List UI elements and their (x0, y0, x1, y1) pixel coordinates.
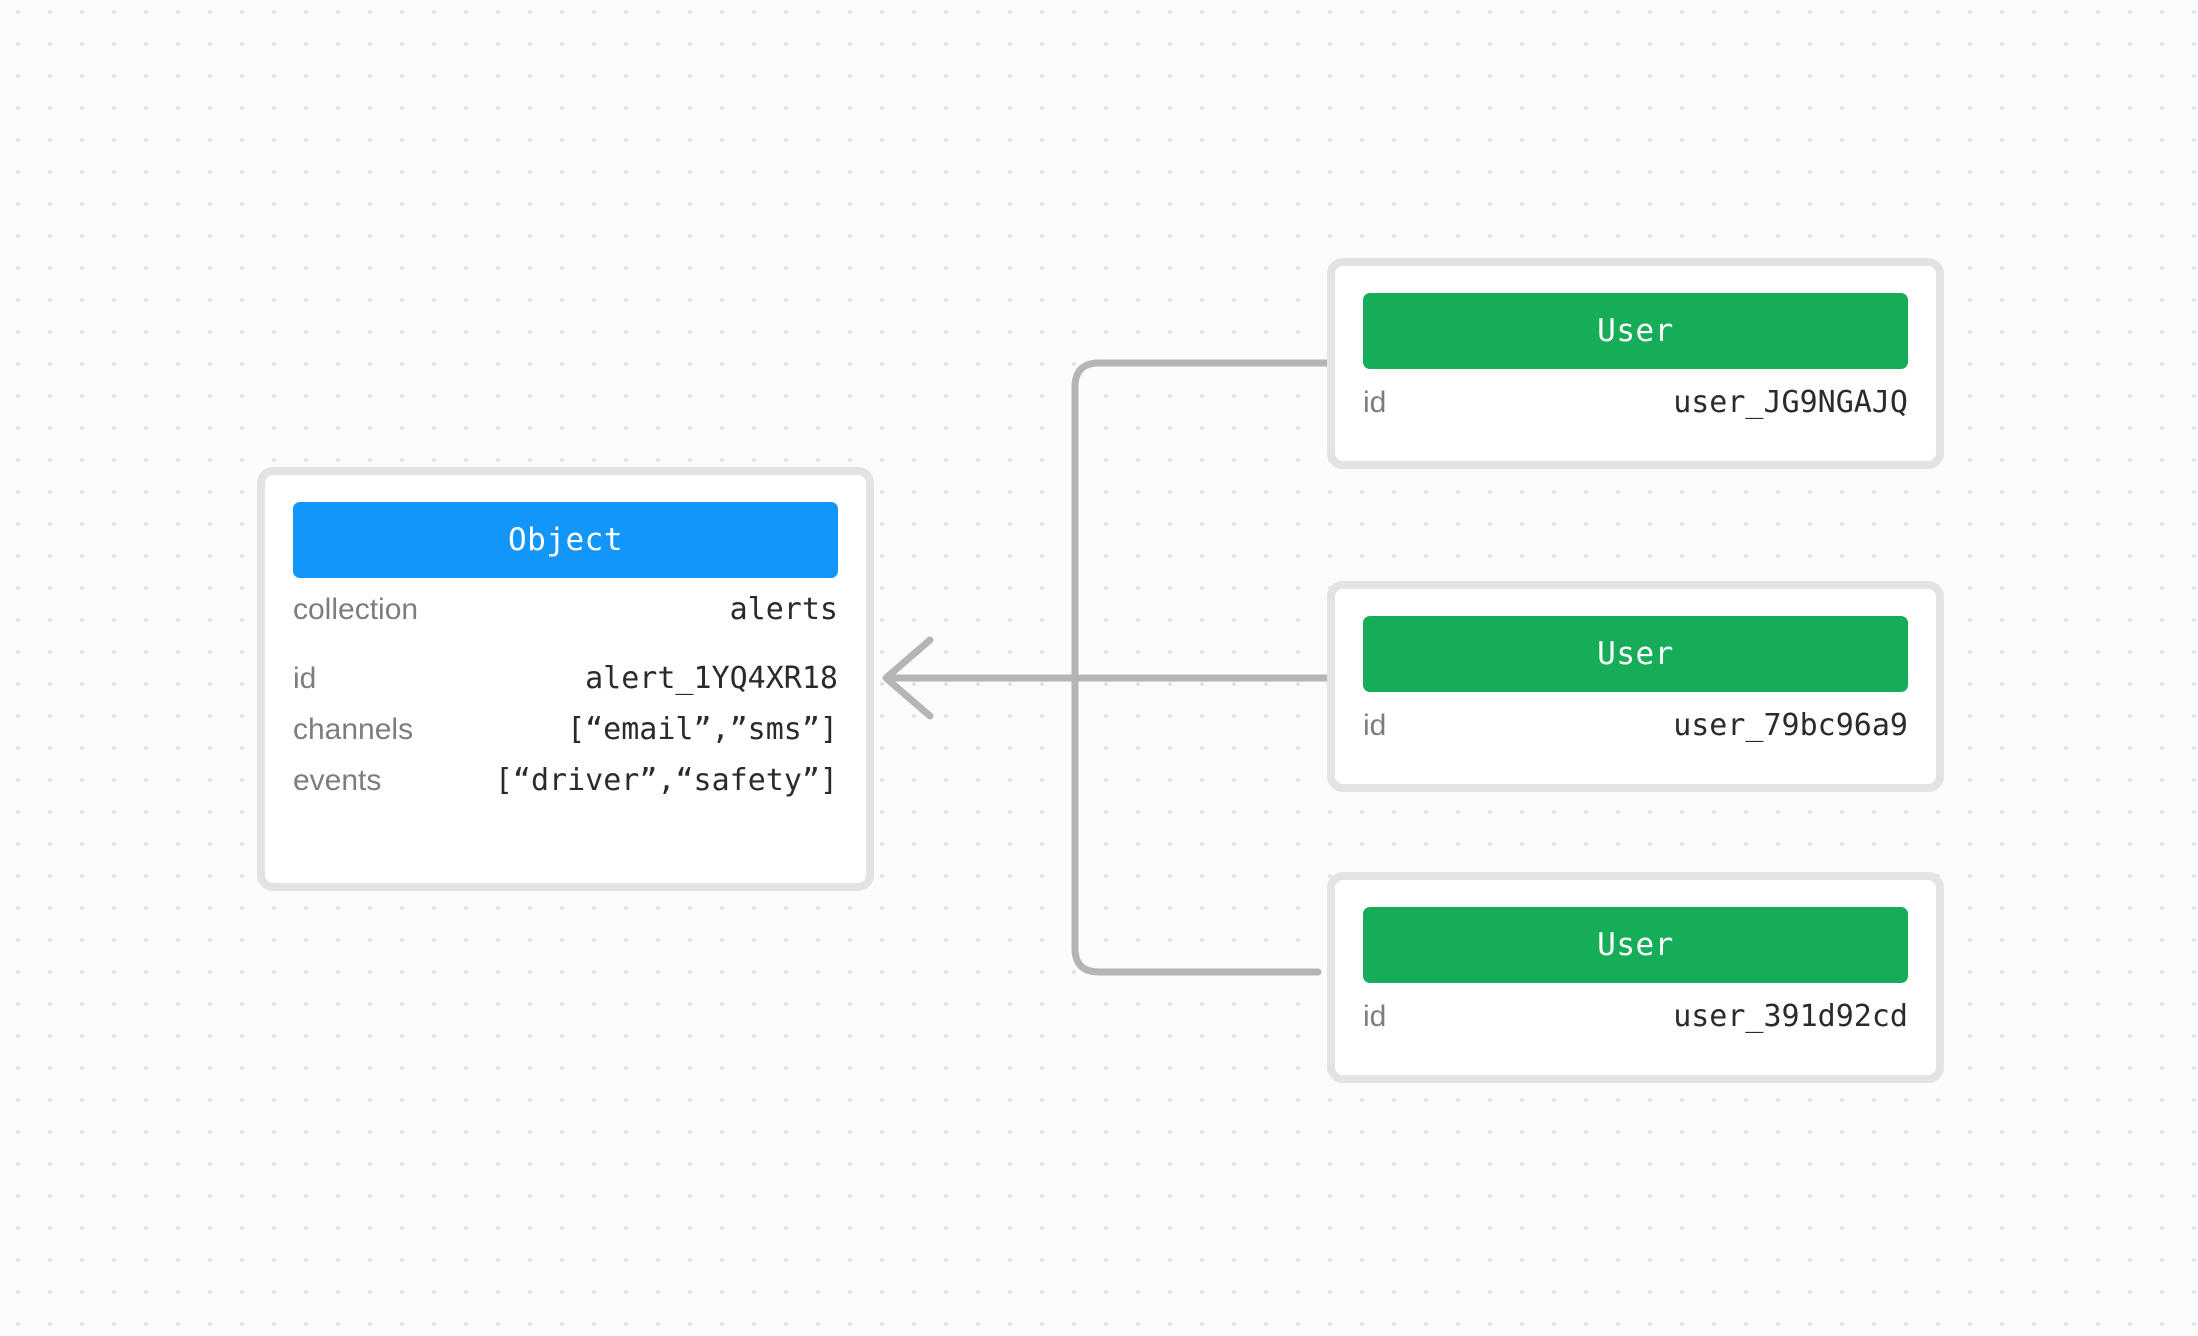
user-card[interactable]: User id user_79bc96a9 (1327, 581, 1944, 792)
row-value: user_JG9NGAJQ (1673, 385, 1908, 420)
object-card-rows: collection alerts id alert_1YQ4XR18 chan… (293, 578, 838, 814)
row-value: alert_1YQ4XR18 (585, 661, 838, 696)
row-label: id (1363, 709, 1387, 742)
user-row-id: id user_79bc96a9 (1363, 708, 1908, 759)
row-value: [“driver”,“safety”] (494, 763, 838, 798)
row-label: channels (293, 713, 414, 746)
connector-arrowhead-icon (882, 636, 934, 720)
object-row-id: id alert_1YQ4XR18 (293, 661, 838, 712)
row-value: user_391d92cd (1673, 999, 1908, 1034)
object-card[interactable]: Object collection alerts id alert_1YQ4XR… (257, 467, 874, 891)
row-label: id (1363, 386, 1387, 419)
object-row-events: events [“driver”,“safety”] (293, 763, 838, 814)
row-label: collection (293, 593, 419, 626)
user-card-rows: id user_391d92cd (1363, 983, 1908, 1050)
connector-to-user-2 (1071, 674, 1322, 976)
user-row-id: id user_JG9NGAJQ (1363, 385, 1908, 436)
user-card-header: User (1363, 907, 1908, 983)
row-label: events (293, 764, 382, 797)
user-row-id: id user_391d92cd (1363, 999, 1908, 1050)
row-value: user_79bc96a9 (1673, 708, 1908, 743)
object-card-header: Object (293, 502, 838, 578)
user-card-header: User (1363, 616, 1908, 692)
row-value: [“email”,”sms”] (567, 712, 838, 747)
row-label: id (1363, 1000, 1387, 1033)
user-card-rows: id user_JG9NGAJQ (1363, 369, 1908, 436)
user-card-rows: id user_79bc96a9 (1363, 692, 1908, 759)
object-row-channels: channels [“email”,”sms”] (293, 712, 838, 763)
user-card[interactable]: User id user_JG9NGAJQ (1327, 258, 1944, 469)
user-card[interactable]: User id user_391d92cd (1327, 872, 1944, 1083)
connector-to-user-0 (1071, 359, 1331, 682)
object-row-collection: collection alerts (293, 592, 838, 643)
row-label: id (293, 662, 317, 695)
user-card-header: User (1363, 293, 1908, 369)
row-group-divider (293, 643, 838, 661)
row-value: alerts (729, 592, 838, 627)
